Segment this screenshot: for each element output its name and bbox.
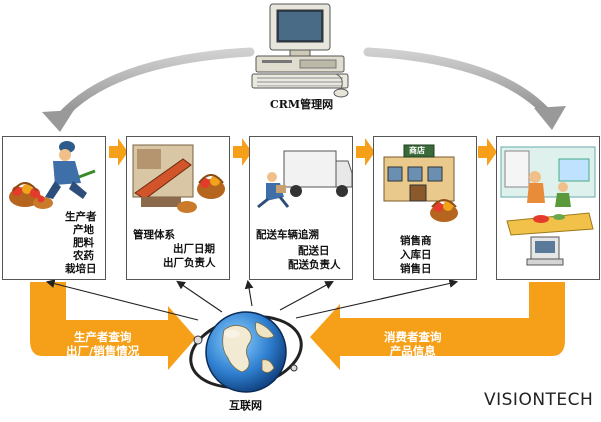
producer-line-4: 栽培日 (65, 263, 97, 275)
crm-network-label: CRM管理网 (270, 98, 334, 111)
brand-logo-text: VISIONTECH (484, 390, 594, 410)
producer-line-1: 产地 (73, 224, 94, 236)
producer-line-2: 肥料 (73, 237, 94, 249)
consumer-panel (496, 136, 600, 280)
factory-illustration (132, 144, 225, 213)
crm-arc-left (42, 47, 255, 132)
kitchen-illustration (500, 146, 596, 266)
producer-query-label: 生产者查询 出厂/销售情况 (66, 330, 140, 358)
producer-panel: 生产者 产地 肥料 农药 栽培日 (2, 136, 106, 280)
producer-line-0: 生产者 (65, 211, 97, 223)
computer-icon (251, 3, 349, 98)
consumer-query-label: 消费者查询 产品信息 (384, 330, 442, 358)
internet-label: 互联网 (229, 399, 262, 412)
delivery-line-2: 配送负责人 (288, 259, 341, 271)
delivery-illustration (257, 150, 352, 209)
delivery-line-0: 配送车辆追溯 (256, 229, 319, 241)
farmer-illustration (9, 141, 96, 209)
factory-line-0: 管理体系 (133, 229, 175, 241)
globe-icon (189, 311, 303, 393)
flow-arrow-3 (356, 138, 375, 166)
crm-arc-right (363, 47, 566, 130)
retailer-panel: 商店 销售商 入库日 销售日 (373, 136, 477, 280)
producer-query-band (30, 282, 196, 370)
retailer-line-1: 入库日 (400, 249, 432, 261)
consumer-query-band (310, 282, 565, 370)
retailer-line-2: 销售日 (400, 263, 432, 275)
flow-arrow-4 (478, 138, 497, 166)
factory-line-1: 出厂日期 (173, 243, 215, 255)
store-illustration (383, 144, 458, 222)
query-arrows (45, 279, 459, 321)
flow-arrow-1 (109, 138, 128, 166)
store-sign: 商店 (409, 145, 425, 155)
delivery-panel: 配送车辆追溯 配送日 配送负责人 (249, 136, 353, 280)
flow-arrow-2 (233, 138, 252, 166)
retailer-line-0: 销售商 (400, 235, 432, 247)
factory-panel: 管理体系 出厂日期 出厂负责人 (126, 136, 230, 280)
producer-line-3: 农药 (73, 250, 94, 262)
factory-line-2: 出厂负责人 (163, 257, 216, 269)
delivery-line-1: 配送日 (298, 245, 330, 257)
